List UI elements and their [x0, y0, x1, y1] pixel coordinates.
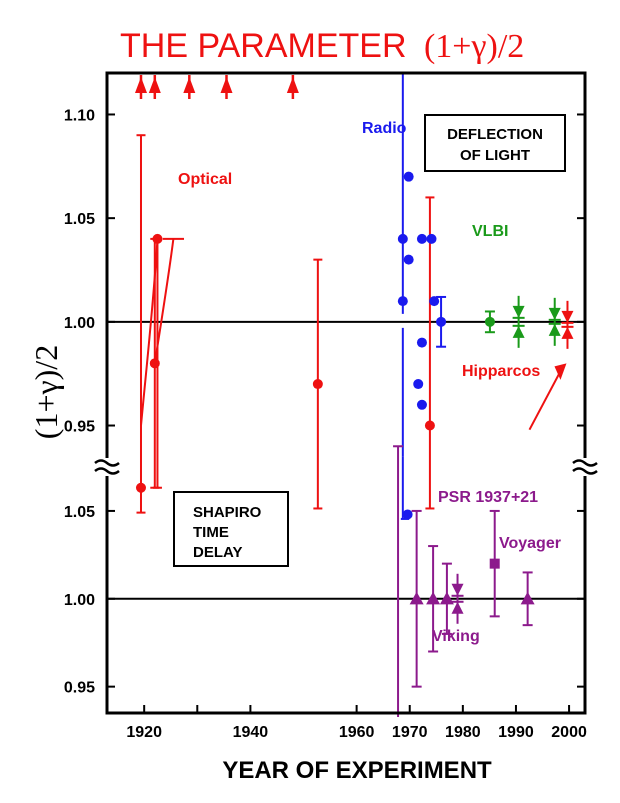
vlbi-marker: [548, 307, 561, 320]
shapiro-point: [409, 591, 424, 605]
radio-point: [403, 171, 414, 182]
chart-title-text: THE PARAMETER: [120, 27, 407, 65]
x-tick-label: 1980: [445, 724, 481, 741]
optical-offscale-arrowhead: [183, 77, 196, 93]
optical-offscale-arrowhead: [148, 77, 161, 93]
shapiro-label-line: TIME: [193, 524, 229, 541]
shapiro-y-tick-label: 1.05: [64, 504, 95, 521]
chart-title: THE PARAMETER (1+γ)/2: [120, 27, 524, 65]
optical-point: [424, 420, 435, 431]
radio-point: [426, 233, 437, 244]
axis-break-right: [572, 459, 598, 475]
x-tick-label: 1990: [498, 724, 534, 741]
hipparcos-marker: [561, 326, 574, 339]
radio-point: [436, 316, 447, 327]
x-tick-label: 1920: [126, 724, 162, 741]
axis-break-left: [94, 459, 120, 475]
optical-point: [135, 482, 146, 493]
radio-point: [429, 296, 440, 307]
voyager-point: [520, 591, 535, 605]
viking-marker: [451, 601, 464, 614]
label-vlbi: VLBI: [472, 223, 508, 240]
label-viking: Viking: [432, 628, 480, 645]
deflection-y-tick-label: 1.05: [64, 211, 95, 228]
optical-offscale-arrowhead: [134, 77, 147, 93]
label-psr: PSR 1937+21: [438, 489, 538, 506]
x-axis-label: YEAR OF EXPERIMENT: [222, 757, 492, 784]
deflection-y-tick-label: 1.10: [64, 107, 95, 124]
shapiro-point: [439, 591, 454, 605]
deflection-label-box: [424, 114, 566, 172]
radio-point: [403, 254, 414, 265]
y-axis-label: (1+γ)/2: [28, 345, 64, 439]
text-layer: 1920 1940 1960 1970 1980 1990 2000 0.95 1.00 1.05…: [64, 107, 587, 741]
radio-point: [397, 296, 408, 307]
vlbi-marker: [548, 323, 561, 336]
viking-marker: [451, 583, 464, 596]
optical-connector: [139, 238, 159, 426]
hipparcos-pointer: [528, 366, 564, 431]
vlbi-point: [484, 316, 495, 327]
hipparcos-marker: [561, 310, 574, 323]
optical-offscale-arrowhead: [220, 77, 233, 93]
chart-title-math: (1+γ)/2: [424, 28, 524, 65]
psr-point: [489, 558, 500, 569]
grid-layer: [107, 320, 585, 600]
deflection-label-line: DEFLECTION: [447, 126, 543, 143]
axis-break-mask: [95, 458, 119, 476]
deflection-y-tick-label: 0.95: [64, 419, 95, 436]
deflection-y-tick-label: 1.00: [64, 315, 95, 332]
label-optical: Optical: [178, 171, 232, 188]
radio-point: [416, 399, 427, 410]
label-radio: Radio: [362, 120, 407, 137]
optical-connector: [153, 238, 175, 364]
optical-point: [152, 233, 163, 244]
optical-offscale-arrowhead: [286, 77, 299, 93]
radio-point: [413, 379, 424, 390]
optical-point: [312, 379, 323, 390]
radio-point: [416, 337, 427, 348]
shapiro-point: [426, 591, 441, 605]
radio-point: [402, 509, 413, 520]
frame-layer: [94, 71, 598, 715]
radio-point: [397, 233, 408, 244]
vlbi-marker: [512, 325, 525, 338]
vlbi-marker: [512, 305, 525, 318]
label-voyager: Voyager: [499, 535, 561, 552]
shapiro-label-line: DELAY: [193, 544, 242, 561]
label-hipparcos: Hipparcos: [462, 363, 540, 380]
shapiro-label-line: SHAPIRO: [193, 504, 262, 521]
axis-break-mask: [573, 458, 597, 476]
deflection-label-line: OF LIGHT: [460, 147, 530, 164]
shapiro-y-tick-label: 1.00: [64, 592, 95, 609]
hipparcos-pointer-head: [554, 363, 567, 380]
x-tick-label: 2000: [551, 724, 587, 741]
x-tick-label: 1960: [339, 724, 375, 741]
x-tick-label: 1970: [392, 724, 428, 741]
shapiro-label-box: [173, 491, 289, 567]
x-tick-label: 1940: [233, 724, 269, 741]
shapiro-y-tick-label: 0.95: [64, 680, 95, 697]
plot-frame: [105, 71, 587, 715]
data-layer: [134, 73, 574, 717]
radio-point: [416, 233, 427, 244]
